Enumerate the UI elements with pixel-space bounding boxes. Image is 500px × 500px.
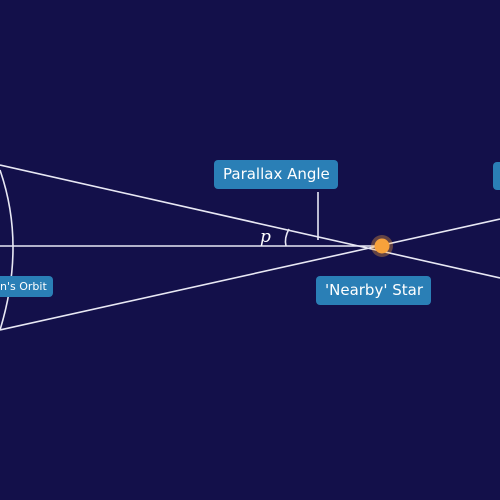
sight-line-lower (0, 218, 500, 331)
orbit-arc (0, 169, 14, 331)
parallax-angle-label: Parallax Angle (214, 160, 338, 189)
offscreen-label-edge (493, 162, 500, 190)
orbit-label: n's Orbit (0, 276, 53, 297)
parallax-angle-arc (284, 228, 290, 247)
nearby-star (374, 238, 390, 254)
sight-line-upper (0, 164, 500, 279)
angle-symbol: p (260, 227, 271, 247)
nearby-star-label: 'Nearby' Star (316, 276, 431, 305)
